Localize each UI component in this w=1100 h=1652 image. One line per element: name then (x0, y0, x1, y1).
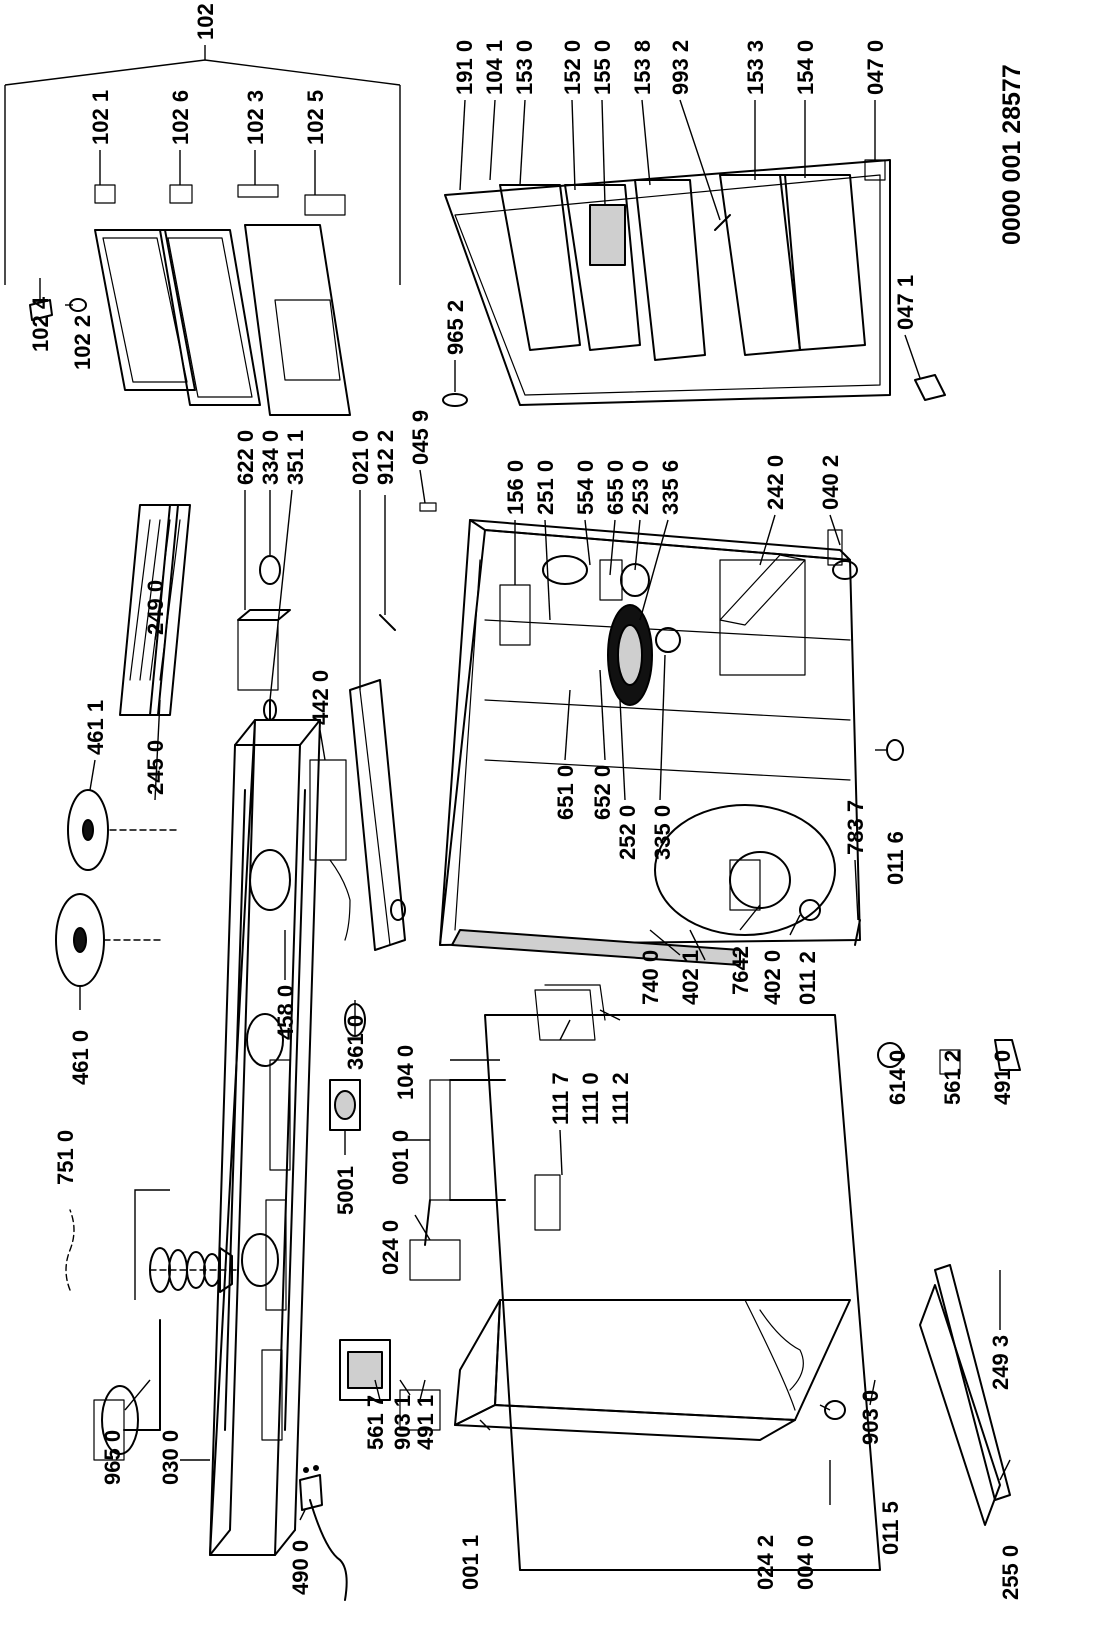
part-label: 242 0 (763, 455, 788, 510)
part-label: 245 0 (143, 740, 168, 795)
inner-fittings (499, 555, 681, 706)
part-label: 335 0 (650, 805, 675, 860)
cover-rail (349, 679, 406, 951)
part-label: 740 0 (638, 950, 663, 1005)
part-label: 004 0 (793, 1535, 818, 1590)
part-label: 402 1 (678, 950, 703, 1005)
burner-assembly (65, 1209, 241, 1461)
part-label: 153 3 (743, 40, 768, 95)
part-label: 001 0 (388, 1130, 413, 1185)
burner-caps (55, 789, 181, 987)
part-label: 458 0 (273, 985, 298, 1040)
part-label: 461 1 (83, 700, 108, 755)
part-label: 111 0 (578, 1072, 603, 1125)
part-label: 111 7 (548, 1072, 573, 1125)
part-label: 491 1 (413, 1395, 438, 1450)
part-label: 255 0 (998, 1545, 1023, 1600)
part-label: 614 0 (885, 1050, 910, 1105)
part-label: 249 3 (988, 1335, 1013, 1390)
part-label: 030 0 (158, 1430, 183, 1485)
part-label: 102 2 (70, 315, 95, 370)
lamp-cover (309, 759, 351, 941)
freezer-door (409, 984, 881, 1571)
part-label: 111 2 (608, 1072, 633, 1125)
part-label: 903 1 (390, 1395, 415, 1450)
part-label: 249 0 (143, 580, 168, 635)
part-label: 102 5 (303, 90, 328, 145)
part-label: 7642 (728, 946, 753, 995)
drawing-code: 0000 001 28577 (998, 64, 1026, 245)
part-label: 047 1 (893, 275, 918, 330)
hinges-and-feet (379, 159, 1021, 1420)
part-label: 251 0 (533, 460, 558, 515)
door-liner (444, 159, 891, 406)
part-label: 351 1 (283, 430, 308, 485)
part-label: 652 0 (590, 765, 615, 820)
part-label: 903 0 (858, 1390, 883, 1445)
part-label: 156 0 (503, 460, 528, 515)
part-label: 024 2 (753, 1535, 778, 1590)
part-label: 047 0 (863, 40, 888, 95)
part-label: 554 0 (573, 460, 598, 515)
door-gasket-kit (29, 184, 351, 416)
part-label: 040 2 (818, 455, 843, 510)
part-label: 102 0 (193, 0, 218, 40)
part-label: 011 6 (883, 831, 908, 885)
part-label: 655 0 (603, 460, 628, 515)
part-label: 153 8 (630, 40, 655, 95)
part-label: 102 6 (168, 90, 193, 145)
part-label: 104 1 (482, 40, 507, 95)
part-label: 011 2 (795, 951, 820, 1005)
part-label: 461 0 (68, 1030, 93, 1085)
part-label: 965 0 (100, 1430, 125, 1485)
part-label: 011 5 (878, 1501, 903, 1555)
part-label: 021 0 (348, 430, 373, 485)
part-label: 154 0 (793, 40, 818, 95)
part-label: 335 6 (658, 460, 683, 515)
part-label: 993 2 (668, 40, 693, 95)
part-label: 622 0 (233, 430, 258, 485)
part-label: 402 0 (760, 950, 785, 1005)
part-label: 102 1 (88, 90, 113, 145)
part-label: 561 7 (363, 1395, 388, 1450)
base-plate (919, 1264, 1011, 1526)
top-cover (209, 719, 321, 1556)
part-label: 561 2 (940, 1050, 965, 1105)
part-label: 490 0 (288, 1540, 313, 1595)
part-label: 442 0 (308, 670, 333, 725)
part-label: 783 7 (843, 800, 868, 855)
leader-lines (4, 45, 1011, 1521)
part-label: 102 4 (28, 296, 53, 352)
part-label: 253 0 (628, 460, 653, 515)
part-label: 155 0 (590, 40, 615, 95)
part-label: 104 0 (393, 1045, 418, 1100)
part-label: 153 0 (512, 40, 537, 95)
outer-side-panel (454, 1299, 851, 1441)
mains-cable (299, 1465, 348, 1601)
control-box (339, 1339, 441, 1431)
part-label: 751 0 (53, 1130, 78, 1185)
part-label: 045 9 (408, 410, 433, 465)
part-label: 191 0 (452, 40, 477, 95)
cabinet-body (439, 519, 861, 966)
part-label: 001 1 (458, 1535, 483, 1590)
part-label: 361 0 (343, 1015, 368, 1070)
part-label: 252 0 (615, 805, 640, 860)
wire-shelf (119, 504, 191, 716)
part-label: 912 2 (373, 430, 398, 485)
part-label: 024 0 (378, 1220, 403, 1275)
part-label: 334 0 (258, 430, 283, 485)
part-label: 965 2 (443, 300, 468, 355)
part-label: 5001 (333, 1166, 358, 1215)
part-label: 152 0 (560, 40, 585, 95)
part-label: 102 3 (243, 90, 268, 145)
part-label: 491 0 (990, 1050, 1015, 1105)
part-label: 651 0 (553, 765, 578, 820)
